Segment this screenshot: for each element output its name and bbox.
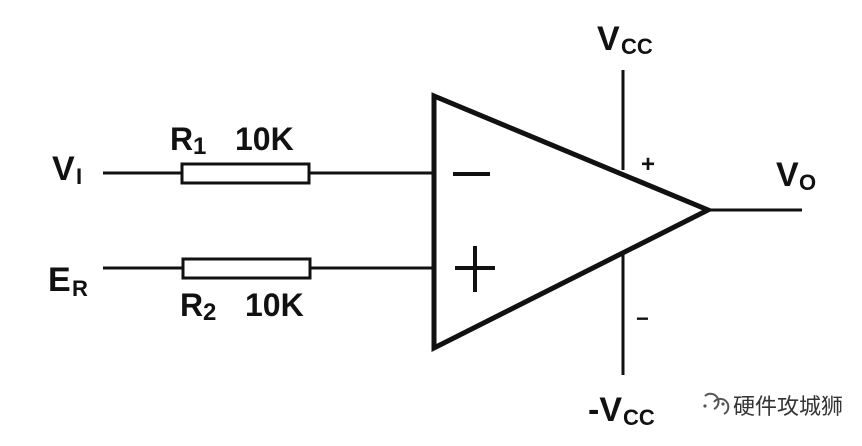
vo-label: V O	[776, 156, 816, 195]
er-label-sub: R	[72, 276, 88, 301]
vcc-bottom-sub: CC	[623, 405, 655, 430]
resistor-r1	[180, 162, 311, 185]
noninverting-input-symbol	[455, 246, 495, 292]
r1-label: R 1 10K	[170, 121, 294, 160]
r2-label: R 2 10K	[180, 287, 304, 326]
positive-supply-marker: +	[641, 151, 655, 178]
resistor-r2	[181, 257, 312, 280]
vo-label-sub: O	[799, 170, 816, 195]
r1-name: R	[170, 121, 193, 157]
vi-label-main: V	[52, 150, 75, 188]
vcc-bottom-label: -V CC	[588, 391, 655, 430]
r2-value: 10K	[245, 287, 304, 323]
vcc-top-sub: CC	[621, 34, 653, 59]
r2-name: R	[180, 287, 203, 323]
r2-index: 2	[203, 299, 216, 326]
vcc-bottom-main: -V	[588, 391, 622, 429]
vo-label-main: V	[776, 156, 799, 194]
watermark-text: 硬件攻城狮	[733, 395, 843, 420]
watermark: 硬件攻城狮	[703, 392, 843, 420]
vcc-top-main: V	[597, 20, 620, 58]
wechat-official-account-icon	[703, 392, 730, 415]
r1-index: 1	[193, 133, 206, 160]
opamp-triangle	[431, 92, 714, 353]
vcc-top-label: V CC	[597, 20, 653, 59]
er-label: E R	[48, 261, 88, 301]
vi-label-sub: I	[76, 164, 82, 189]
r1-value: 10K	[235, 121, 294, 157]
er-label-main: E	[48, 261, 71, 299]
negative-supply-marker: −	[636, 306, 649, 331]
vi-label: V I	[52, 150, 82, 189]
